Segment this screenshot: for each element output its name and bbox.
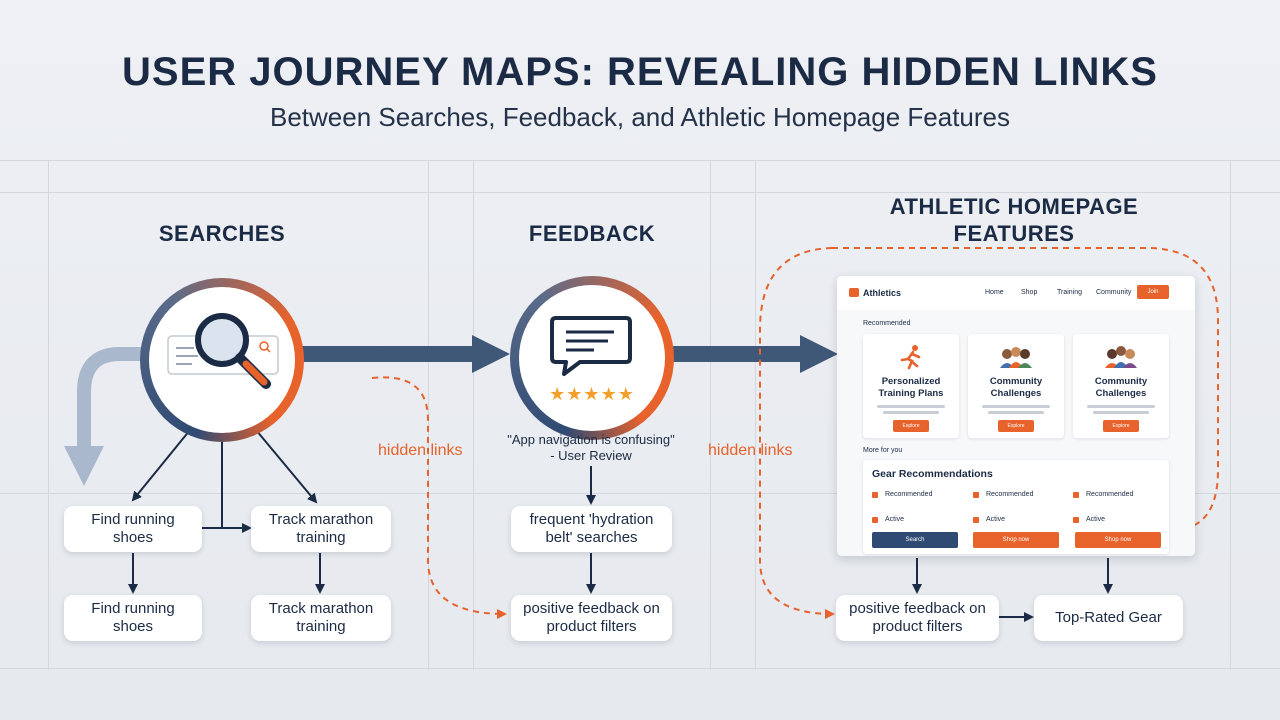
page-title: USER JOURNEY MAPS: REVEALING HIDDEN LINK… bbox=[122, 50, 1158, 94]
mockup-nav-link[interactable]: Training bbox=[1057, 289, 1083, 296]
features-heading-line1: ATHLETIC HOMEPAGE bbox=[889, 194, 1139, 219]
grid-line bbox=[710, 160, 711, 670]
gear-button[interactable]: Search bbox=[872, 532, 958, 548]
community-group-icon bbox=[1000, 347, 1032, 368]
grid-line bbox=[1230, 160, 1231, 670]
features-heading: ATHLETIC HOMEPAGE FEATURES bbox=[854, 193, 1174, 247]
gear-item: Active bbox=[885, 516, 905, 523]
feedback-heading: FEEDBACK bbox=[528, 221, 656, 246]
mockup-nav-link[interactable]: Home bbox=[985, 289, 1004, 296]
gear-bullet-icon bbox=[1073, 517, 1079, 523]
feature-box-product-filters: positive feedback on product filters bbox=[836, 595, 999, 641]
feedback-box-hydration: frequent 'hydration belt' searches bbox=[511, 506, 672, 552]
gear-button[interactable]: Shop now bbox=[973, 532, 1059, 548]
search-box-running-shoes: Find running shoes bbox=[64, 595, 202, 641]
search-box-marathon-training: Track marathon training bbox=[251, 506, 391, 552]
page-subtitle: Between Searches, Feedback, and Athletic… bbox=[270, 102, 1010, 132]
return-arrow-head bbox=[64, 446, 104, 486]
connector bbox=[221, 440, 252, 533]
mockup-section-label: Recommended bbox=[863, 320, 911, 327]
card-title: Personalized Training Plans bbox=[878, 376, 944, 399]
feedback-circle: ★★★★★ bbox=[510, 276, 674, 440]
flow-arrow-2-head bbox=[800, 335, 838, 373]
feature-card: Personalized Training Plans Explore bbox=[863, 334, 959, 438]
card-title: Community Challenges bbox=[989, 376, 1043, 399]
runner-icon bbox=[900, 345, 921, 370]
gear-bullet-icon bbox=[973, 517, 979, 523]
search-box-running-shoes: Find running shoes bbox=[64, 506, 202, 552]
gear-item: Recommended bbox=[885, 491, 933, 498]
feedback-box-product-filters: positive feedback on product filters bbox=[511, 595, 672, 641]
connector bbox=[131, 429, 191, 502]
search-box-marathon-training: Track marathon training bbox=[251, 595, 391, 641]
search-circle bbox=[140, 278, 304, 442]
gear-item: Active bbox=[1086, 516, 1106, 523]
gear-bullet-icon bbox=[1073, 492, 1079, 498]
rating-stars: ★★★★★ bbox=[549, 384, 635, 404]
gear-bullet-icon bbox=[872, 492, 878, 498]
grid-line bbox=[473, 160, 474, 670]
gear-bullet-icon bbox=[872, 517, 878, 523]
hidden-links-label: hidden links bbox=[378, 442, 463, 459]
grid-line bbox=[755, 160, 756, 670]
hidden-links-label: hidden links bbox=[708, 442, 793, 459]
grid-line bbox=[0, 493, 1280, 494]
grid-line bbox=[0, 192, 1280, 193]
mockup-navbar: Athletics Home Shop Training Community J… bbox=[837, 276, 1195, 310]
card-button[interactable]: Explore bbox=[893, 420, 929, 432]
return-arrow bbox=[77, 347, 150, 448]
user-review-quote: "App navigation is confusing" - User Rev… bbox=[486, 432, 696, 464]
gear-item: Recommended bbox=[1086, 491, 1134, 498]
searches-heading: SEARCHES bbox=[158, 221, 286, 246]
feature-card: Community Challenges Explore bbox=[968, 334, 1064, 438]
quote-text: "App navigation is confusing" bbox=[507, 432, 675, 447]
flow-arrow-2-shaft bbox=[672, 346, 806, 362]
mockup-nav-link[interactable]: Community bbox=[1096, 289, 1132, 296]
chat-bubble-icon bbox=[550, 316, 632, 376]
hidden-link-1 bbox=[371, 376, 507, 619]
grid-line bbox=[0, 668, 1280, 669]
mockup-section-label: More for you bbox=[863, 447, 903, 454]
flow-arrow-1-shaft bbox=[298, 346, 478, 362]
connector bbox=[255, 429, 318, 504]
community-group-icon bbox=[1105, 346, 1137, 368]
feature-box-top-rated-gear: Top-Rated Gear bbox=[1034, 595, 1183, 641]
card-button[interactable]: Explore bbox=[998, 420, 1034, 432]
gear-title: Gear Recommendations bbox=[872, 468, 993, 480]
search-bar-magnifier-icon bbox=[167, 313, 279, 389]
gear-bullet-icon bbox=[973, 492, 979, 498]
features-heading-line2: FEATURES bbox=[953, 221, 1075, 246]
hidden-link-3 bbox=[832, 247, 1219, 535]
homepage-mockup: Athletics Home Shop Training Community J… bbox=[837, 276, 1195, 556]
grid-line bbox=[0, 160, 1280, 161]
flow-arrow-1-head bbox=[472, 335, 510, 373]
gear-recommendations-panel: Gear Recommendations Recommended Recomme… bbox=[863, 460, 1169, 554]
mockup-nav-link[interactable]: Shop bbox=[1021, 289, 1038, 296]
card-title: Community Challenges bbox=[1094, 376, 1148, 399]
gear-item: Recommended bbox=[986, 491, 1034, 498]
gear-button[interactable]: Shop now bbox=[1075, 532, 1161, 548]
card-button[interactable]: Explore bbox=[1103, 420, 1139, 432]
brand-logo-icon bbox=[849, 288, 859, 297]
mockup-brand: Athletics bbox=[863, 288, 902, 298]
hidden-link-2 bbox=[759, 247, 835, 619]
feature-card: Community Challenges Explore bbox=[1073, 334, 1169, 438]
quote-attribution: - User Review bbox=[550, 448, 632, 463]
grid-line bbox=[48, 160, 49, 670]
mockup-cta-button[interactable]: Join bbox=[1137, 285, 1169, 299]
gear-item: Active bbox=[986, 516, 1006, 523]
